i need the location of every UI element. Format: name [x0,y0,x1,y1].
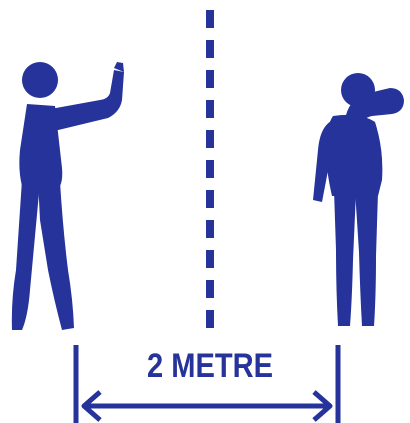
distance-label: 2 METRE [147,347,273,385]
person-coughing-icon [313,73,404,326]
person-stop-gesture-icon [12,62,124,330]
